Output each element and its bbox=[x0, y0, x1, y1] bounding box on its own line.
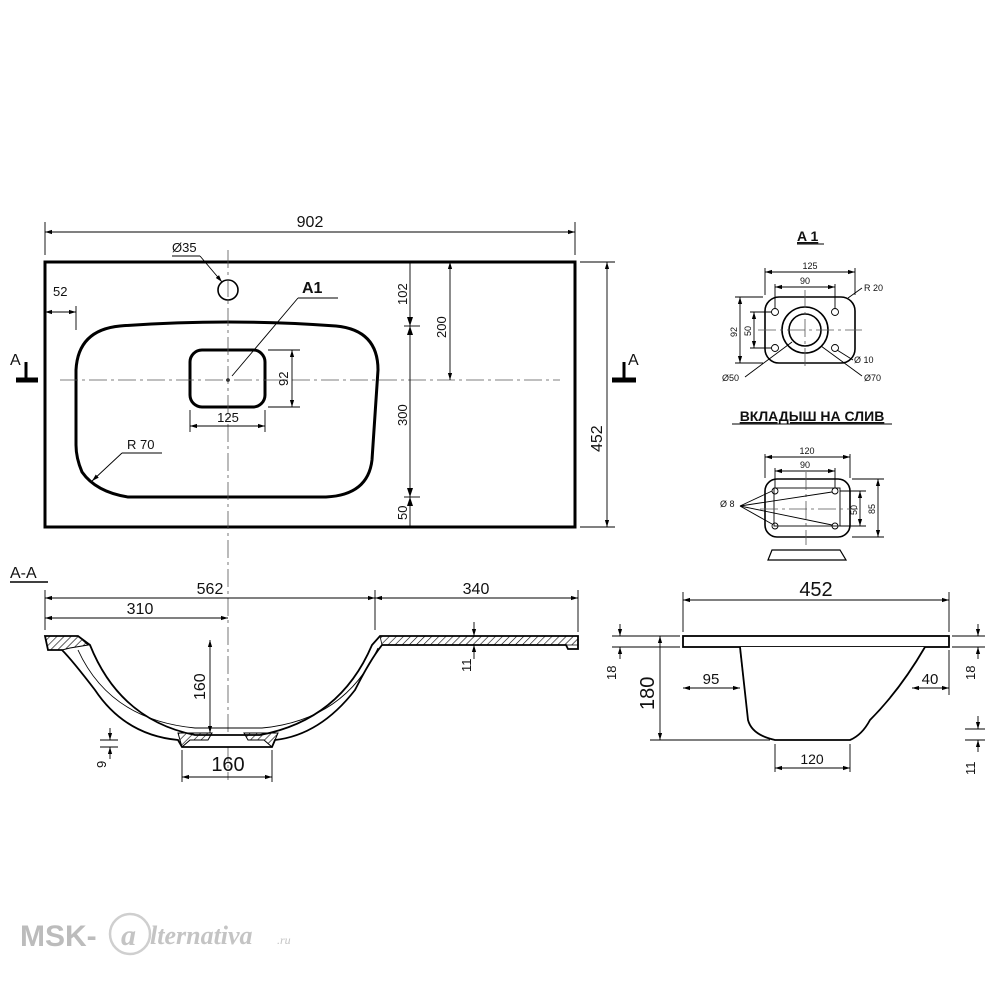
watermark-suffix: .ru bbox=[277, 933, 291, 947]
insert-height-label: 85 bbox=[867, 504, 877, 514]
svg-text:A: A bbox=[10, 352, 21, 369]
detail-a1-title: A 1 bbox=[797, 228, 818, 244]
bowl-front-center-label: 200 bbox=[434, 316, 449, 338]
insert-width-label: 120 bbox=[799, 446, 814, 456]
side-depth-label: 452 bbox=[799, 579, 832, 601]
section-drain-left bbox=[177, 732, 213, 748]
side-top-slab bbox=[682, 635, 950, 648]
section-drain-width-label: 160 bbox=[211, 754, 244, 776]
rim-thickness-label: 11 bbox=[459, 659, 474, 673]
a1-bolt-hole-label: Ø 10 bbox=[854, 355, 874, 365]
svg-text:A: A bbox=[628, 352, 639, 369]
overall-depth-label: 452 bbox=[589, 425, 606, 452]
section-title: A-A bbox=[10, 565, 37, 582]
side-base-thickness-label: 11 bbox=[963, 762, 978, 776]
a1-corner-radius-label: R 20 bbox=[864, 283, 883, 293]
side-bowl-profile bbox=[739, 646, 926, 741]
watermark-prefix: MSK- bbox=[20, 920, 97, 953]
overall-width-label: 902 bbox=[297, 214, 324, 231]
corner-radius-label: R 70 bbox=[127, 437, 154, 452]
a1-hole-spacing-x-label: 90 bbox=[800, 276, 810, 286]
side-height-label: 180 bbox=[637, 677, 659, 710]
watermark-script: lternativa bbox=[150, 921, 253, 950]
section-left-rim bbox=[44, 635, 90, 651]
section-marker-right: A bbox=[612, 352, 639, 383]
drain-depth-label: 92 bbox=[276, 372, 291, 386]
countertop-outline bbox=[43, 260, 577, 529]
insert-plate bbox=[764, 478, 851, 538]
bowl-outline bbox=[74, 320, 380, 499]
drain-outline bbox=[188, 348, 267, 409]
detail-callout-label: A1 bbox=[302, 280, 323, 297]
bowl-center-label: 310 bbox=[127, 601, 154, 618]
svg-text:a: a bbox=[121, 919, 136, 952]
a1-outer-width-label: 125 bbox=[802, 261, 817, 271]
top-view: 902 Ø35 52 A1 92 125 R 70 bbox=[10, 214, 639, 780]
side-front-offset-label: 95 bbox=[703, 671, 720, 688]
side-right-thickness-label: 18 bbox=[963, 666, 978, 680]
a1-outer-dia-label: Ø70 bbox=[864, 373, 881, 383]
drain-insert: ВКЛАДЫШ НА СЛИВ 120 90 Ø 8 50 bbox=[720, 408, 892, 561]
faucet-hole-label: Ø35 bbox=[172, 240, 197, 255]
section-deck bbox=[379, 635, 579, 646]
insert-hole-spacing-y-label: 50 bbox=[849, 505, 859, 515]
bowl-extent-label: 562 bbox=[197, 581, 224, 598]
front-gap-label: 102 bbox=[395, 283, 410, 305]
side-back-offset-label: 40 bbox=[922, 671, 939, 688]
side-base-width-label: 120 bbox=[800, 751, 824, 767]
back-gap-label: 50 bbox=[395, 506, 410, 520]
deck-length-label: 340 bbox=[463, 581, 490, 598]
bowl-depth-label: 300 bbox=[395, 404, 410, 426]
section-drain-right bbox=[243, 732, 279, 748]
a1-inner-dia-label: Ø50 bbox=[722, 373, 739, 383]
insert-hole-spacing-x-label: 90 bbox=[800, 460, 810, 470]
detail-a1: A 1 125 90 R 20 92 50 Ø 10 bbox=[722, 228, 883, 383]
section-bowl-depth-label: 160 bbox=[192, 673, 209, 700]
watermark-at-icon bbox=[108, 912, 152, 956]
edge-offset-label: 52 bbox=[53, 284, 67, 299]
a1-hole-spacing-y-label: 50 bbox=[743, 326, 753, 336]
side-view: 452 18 180 95 40 18 11 120 bbox=[604, 579, 985, 775]
section-outer-profile bbox=[43, 635, 579, 748]
watermark-logo: MSK- a lternativa .ru bbox=[20, 912, 291, 956]
insert-side-view bbox=[767, 549, 848, 561]
side-top-thickness-label: 18 bbox=[604, 666, 619, 680]
section-marker-left: A bbox=[10, 352, 38, 383]
insert-title: ВКЛАДЫШ НА СЛИВ bbox=[740, 408, 885, 424]
section-aa: A-A 562 340 310 11 160 9 bbox=[10, 565, 579, 782]
drain-width-label: 125 bbox=[217, 410, 239, 425]
insert-hole-dia-label: Ø 8 bbox=[720, 499, 735, 509]
bottom-thickness-label: 9 bbox=[94, 761, 109, 768]
a1-outer-height-label: 92 bbox=[729, 327, 739, 337]
